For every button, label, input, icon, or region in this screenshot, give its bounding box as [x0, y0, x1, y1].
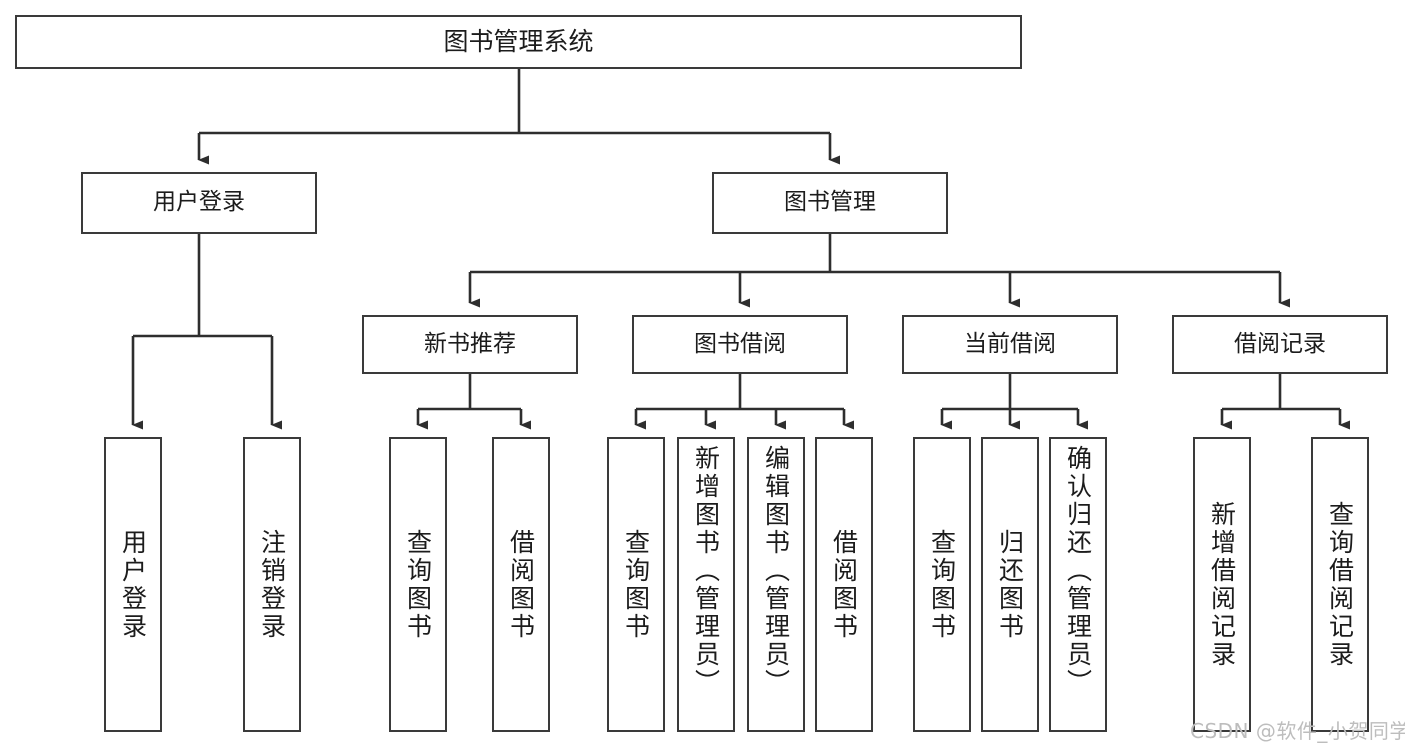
- node-label: 用户登录: [118, 528, 148, 641]
- leaf-recommend-query-book[interactable]: 查询图书: [389, 437, 447, 732]
- leaf-record-query-record[interactable]: 查询借阅记录: [1311, 437, 1369, 732]
- node-label: 借阅图书: [829, 528, 859, 641]
- node-label: 查询图书: [621, 528, 651, 641]
- node-label: 查询图书: [927, 528, 957, 641]
- node-label: 查询图书: [403, 528, 433, 641]
- leaf-user-login-logout[interactable]: 注销登录: [243, 437, 301, 732]
- node-label: 图书借阅: [694, 330, 786, 357]
- node-label: 编辑图书（管理员）: [761, 445, 791, 697]
- node-label: 归还图书: [995, 528, 1025, 641]
- node-label: 借阅记录: [1234, 330, 1326, 357]
- node-current-borrow[interactable]: 当前借阅: [902, 315, 1118, 374]
- node-book-borrow[interactable]: 图书借阅: [632, 315, 848, 374]
- node-user-login[interactable]: 用户登录: [81, 172, 317, 234]
- leaf-borrow-add-book-admin[interactable]: 新增图书（管理员）: [677, 437, 735, 732]
- leaf-borrow-borrow-book[interactable]: 借阅图书: [815, 437, 873, 732]
- leaf-borrow-edit-book-admin[interactable]: 编辑图书（管理员）: [747, 437, 805, 732]
- leaf-borrow-query-book[interactable]: 查询图书: [607, 437, 665, 732]
- node-root-system[interactable]: 图书管理系统: [15, 15, 1022, 69]
- watermark-text: CSDN @软件_小贺同学: [1190, 719, 1405, 743]
- node-label: 新增借阅记录: [1207, 500, 1237, 669]
- node-label: 借阅图书: [506, 528, 536, 641]
- leaf-current-query-book[interactable]: 查询图书: [913, 437, 971, 732]
- node-borrow-record[interactable]: 借阅记录: [1172, 315, 1388, 374]
- leaf-recommend-borrow-book[interactable]: 借阅图书: [492, 437, 550, 732]
- leaf-current-confirm-return-admin[interactable]: 确认归还（管理员）: [1049, 437, 1107, 732]
- leaf-current-return-book[interactable]: 归还图书: [981, 437, 1039, 732]
- node-label: 图书管理: [784, 189, 876, 216]
- node-label: 注销登录: [257, 528, 287, 641]
- node-book-management[interactable]: 图书管理: [712, 172, 948, 234]
- node-label: 确认归还（管理员）: [1063, 445, 1093, 697]
- node-label: 用户登录: [153, 189, 245, 216]
- leaf-user-login-login[interactable]: 用户登录: [104, 437, 162, 732]
- node-label: 当前借阅: [964, 330, 1056, 357]
- node-label: 查询借阅记录: [1325, 500, 1355, 669]
- node-label: 图书管理系统: [443, 27, 594, 57]
- node-label: 新书推荐: [424, 330, 516, 357]
- leaf-record-add-record[interactable]: 新增借阅记录: [1193, 437, 1251, 732]
- node-label: 新增图书（管理员）: [691, 445, 721, 697]
- node-new-book-recommend[interactable]: 新书推荐: [362, 315, 578, 374]
